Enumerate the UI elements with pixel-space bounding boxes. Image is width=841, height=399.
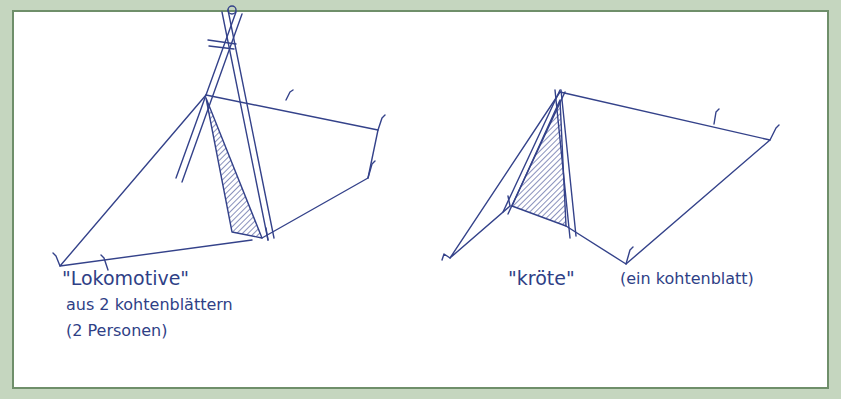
handwritten-label: aus 2 kohtenblättern [66,296,233,314]
tent-pole [176,12,242,182]
tent-pole [503,90,565,214]
tent-pole [555,90,576,238]
tent-pole [222,10,274,240]
handwritten-label: (2 Personen) [66,322,168,340]
tent-stake [442,109,779,264]
tent-sail [206,95,378,238]
pole-lashing [208,40,236,49]
tent-stake [53,90,385,270]
handwritten-label: "Lokomotive" [62,268,189,289]
handwritten-label: "kröte" [508,268,575,289]
handwritten-label: (ein kohtenblatt) [620,270,754,288]
pole-tip [228,6,236,14]
tent-sail [560,92,770,264]
